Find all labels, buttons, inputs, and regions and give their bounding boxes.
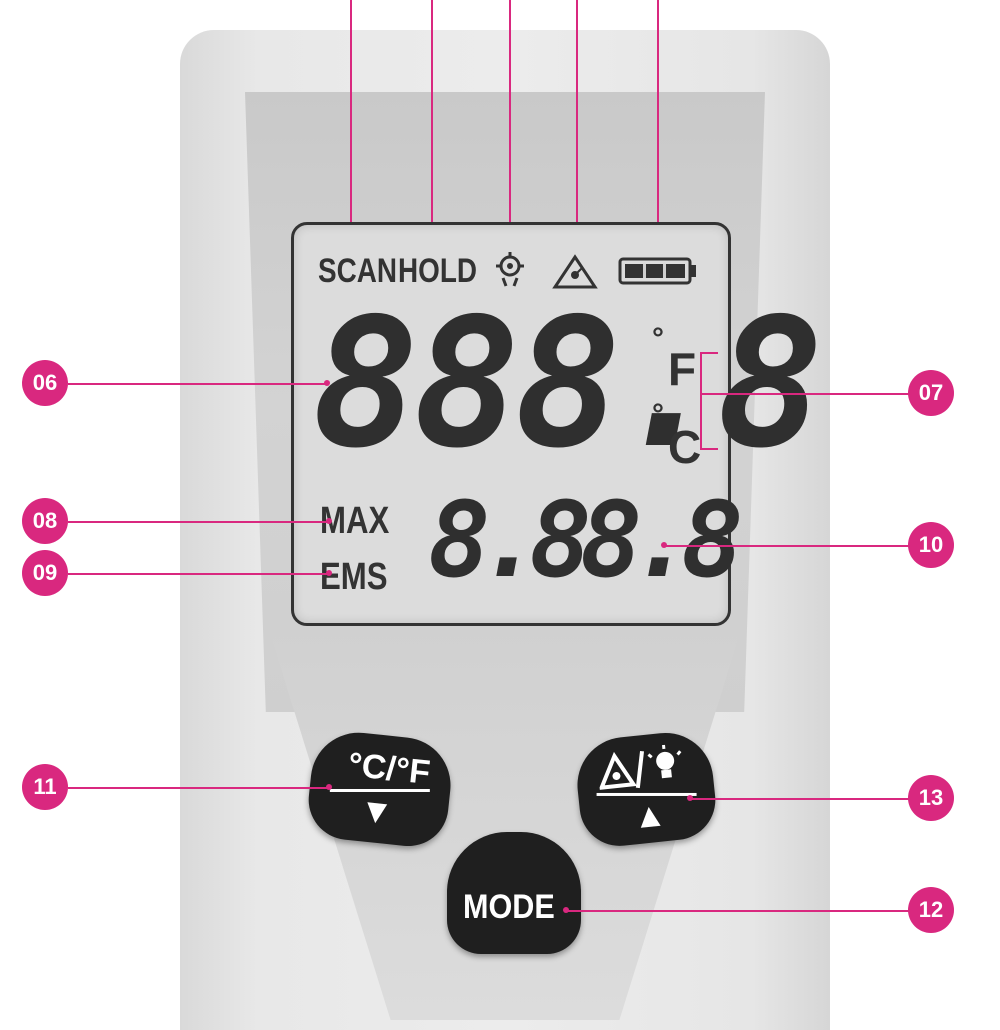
ems-label: EMS — [320, 556, 388, 599]
leader-hold — [431, 0, 433, 226]
leader-09 — [68, 573, 330, 575]
leader-laser — [509, 0, 511, 226]
leader-10-dot — [661, 542, 667, 548]
callout-12: 12 — [908, 887, 954, 933]
callout-09: 09 — [22, 550, 68, 596]
callout-10: 10 — [908, 522, 954, 568]
mode-button[interactable]: MODE — [447, 832, 581, 954]
degree-symbol-f: ° — [652, 322, 664, 356]
leader-07 — [700, 393, 910, 395]
laser-backlight-up-button[interactable]: ▲ — [573, 728, 720, 850]
mode-button-label: MODE — [463, 888, 555, 927]
leader-13-dot — [687, 795, 693, 801]
cf-divider — [330, 789, 430, 792]
leader-07-bracket — [700, 352, 702, 450]
laser-backlight-icon — [596, 742, 696, 796]
leader-12 — [566, 910, 910, 912]
up-arrow-icon: ▲ — [631, 795, 669, 837]
main-temperature-readout: 888.8 — [312, 295, 818, 473]
leader-06-dot — [324, 380, 330, 386]
callout-06: 06 — [22, 360, 68, 406]
secondary-readout: 8.88.8 — [428, 488, 732, 592]
unit-fahrenheit: F — [668, 342, 696, 396]
down-arrow-icon: ▼ — [358, 791, 396, 833]
unit-celsius: C — [668, 420, 701, 474]
leader-07-bottom — [700, 448, 718, 450]
callout-07: 07 — [908, 370, 954, 416]
callout-13: 13 — [908, 775, 954, 821]
leader-08-dot — [326, 518, 332, 524]
leader-09-dot — [326, 570, 332, 576]
leader-11 — [68, 787, 330, 789]
laser-divider — [597, 793, 697, 796]
leader-backlight — [576, 0, 578, 226]
leader-06 — [68, 383, 328, 385]
leader-scan — [350, 0, 352, 226]
leader-08 — [68, 521, 330, 523]
leader-12-dot — [563, 907, 569, 913]
leader-10 — [664, 545, 910, 547]
callout-11: 11 — [22, 764, 68, 810]
callout-08: 08 — [22, 498, 68, 544]
leader-07-top — [700, 352, 718, 354]
leader-battery — [657, 0, 659, 226]
leader-13 — [690, 798, 910, 800]
leader-11-dot — [326, 784, 332, 790]
cf-button-label: °C/°F — [346, 746, 432, 793]
degree-symbol-c: ° — [652, 398, 664, 432]
